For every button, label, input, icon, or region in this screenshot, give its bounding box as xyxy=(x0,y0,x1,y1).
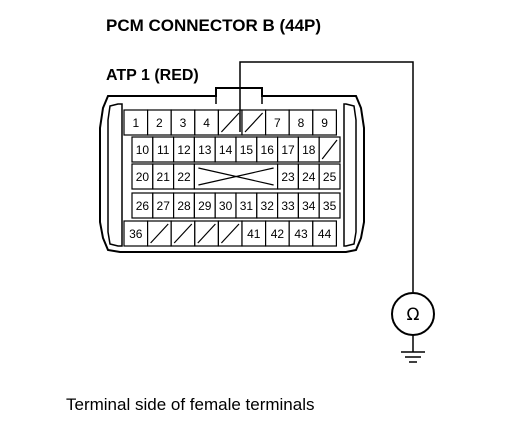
terminal-number: 24 xyxy=(302,170,316,184)
terminal-36: 36 xyxy=(123,220,149,247)
terminal-44: 44 xyxy=(312,220,337,247)
terminal-number: 18 xyxy=(302,143,316,157)
terminal-number: 27 xyxy=(157,199,171,213)
terminal-number: 1 xyxy=(132,116,139,130)
blank-cavity xyxy=(241,109,267,136)
terminal-number: 17 xyxy=(281,143,295,157)
terminal-22: 22 xyxy=(173,163,196,190)
ground-icon xyxy=(401,335,425,363)
terminal-18: 18 xyxy=(297,136,320,163)
blank-cavity xyxy=(147,220,172,247)
terminal-17: 17 xyxy=(277,136,300,163)
terminal-number: 25 xyxy=(323,170,337,184)
terminal-20: 20 xyxy=(131,163,154,190)
terminal-number: 10 xyxy=(136,143,150,157)
terminal-number: 22 xyxy=(177,170,191,184)
terminal-41: 41 xyxy=(241,220,267,247)
ohmmeter-icon: Ω xyxy=(391,292,435,336)
terminal-31: 31 xyxy=(235,192,258,219)
terminal-number: 11 xyxy=(157,143,170,157)
terminal-7: 7 xyxy=(265,109,290,136)
terminal-number: 28 xyxy=(177,199,191,213)
terminal-number: 31 xyxy=(240,199,254,213)
terminal-11: 11 xyxy=(152,136,175,163)
terminal-number: 21 xyxy=(157,170,171,184)
terminal-21: 21 xyxy=(152,163,175,190)
terminal-number: 32 xyxy=(261,199,275,213)
terminal-4: 4 xyxy=(194,109,220,136)
connector-housing xyxy=(99,87,365,253)
terminal-25: 25 xyxy=(318,163,341,190)
terminal-number: 8 xyxy=(298,116,305,130)
blank-cavity xyxy=(170,220,196,247)
terminal-number: 23 xyxy=(281,170,295,184)
blank-cavity xyxy=(217,220,243,247)
terminal-number: 7 xyxy=(274,116,281,130)
terminal-number: 15 xyxy=(240,143,254,157)
terminal-number: 26 xyxy=(136,199,150,213)
terminal-32: 32 xyxy=(256,192,279,219)
terminal-number: 2 xyxy=(156,116,163,130)
terminal-number: 43 xyxy=(294,227,308,241)
terminal-13: 13 xyxy=(193,136,216,163)
terminal-33: 33 xyxy=(277,192,300,219)
blank-cavity xyxy=(318,136,341,163)
terminal-number: 42 xyxy=(271,227,285,241)
ohm-symbol: Ω xyxy=(407,305,420,325)
terminal-number: 33 xyxy=(281,199,295,213)
terminal-12: 12 xyxy=(173,136,196,163)
terminal-16: 16 xyxy=(256,136,279,163)
terminal-2: 2 xyxy=(147,109,172,136)
terminal-27: 27 xyxy=(152,192,175,219)
terminal-number: 41 xyxy=(247,227,261,241)
diagram-caption: Terminal side of female terminals xyxy=(66,395,314,414)
terminal-number: 13 xyxy=(198,143,212,157)
diagram-title: PCM CONNECTOR B (44P) xyxy=(106,16,321,35)
terminal-43: 43 xyxy=(288,220,314,247)
blank-cavity xyxy=(217,109,243,136)
terminal-14: 14 xyxy=(214,136,237,163)
terminal-3: 3 xyxy=(170,109,196,136)
terminal-23: 23 xyxy=(277,163,300,190)
terminal-number: 34 xyxy=(302,199,316,213)
terminal-number: 9 xyxy=(321,116,328,130)
terminal-number: 16 xyxy=(261,143,275,157)
terminal-35: 35 xyxy=(318,192,341,219)
terminal-number: 12 xyxy=(177,143,191,157)
test-lead-wire xyxy=(239,61,414,292)
terminal-number: 4 xyxy=(203,116,210,130)
terminal-number: 36 xyxy=(129,227,143,241)
blank-cavity-block xyxy=(193,163,279,190)
terminal-42: 42 xyxy=(265,220,290,247)
terminal-24: 24 xyxy=(297,163,320,190)
terminal-number: 44 xyxy=(318,227,332,241)
terminal-number: 20 xyxy=(136,170,150,184)
terminal-10: 10 xyxy=(131,136,154,163)
terminal-9: 9 xyxy=(312,109,337,136)
terminal-15: 15 xyxy=(235,136,258,163)
terminal-8: 8 xyxy=(288,109,314,136)
terminal-1: 1 xyxy=(123,109,149,136)
terminal-number: 30 xyxy=(219,199,233,213)
blank-cavity xyxy=(194,220,220,247)
terminal-30: 30 xyxy=(214,192,237,219)
terminal-34: 34 xyxy=(297,192,320,219)
terminal-number: 35 xyxy=(323,199,337,213)
terminal-number: 3 xyxy=(180,116,187,130)
terminal-28: 28 xyxy=(173,192,196,219)
terminal-number: 14 xyxy=(219,143,233,157)
terminal-label: ATP 1 (RED) xyxy=(106,67,199,84)
terminal-number: 29 xyxy=(198,199,212,213)
terminal-29: 29 xyxy=(193,192,216,219)
terminal-26: 26 xyxy=(131,192,154,219)
